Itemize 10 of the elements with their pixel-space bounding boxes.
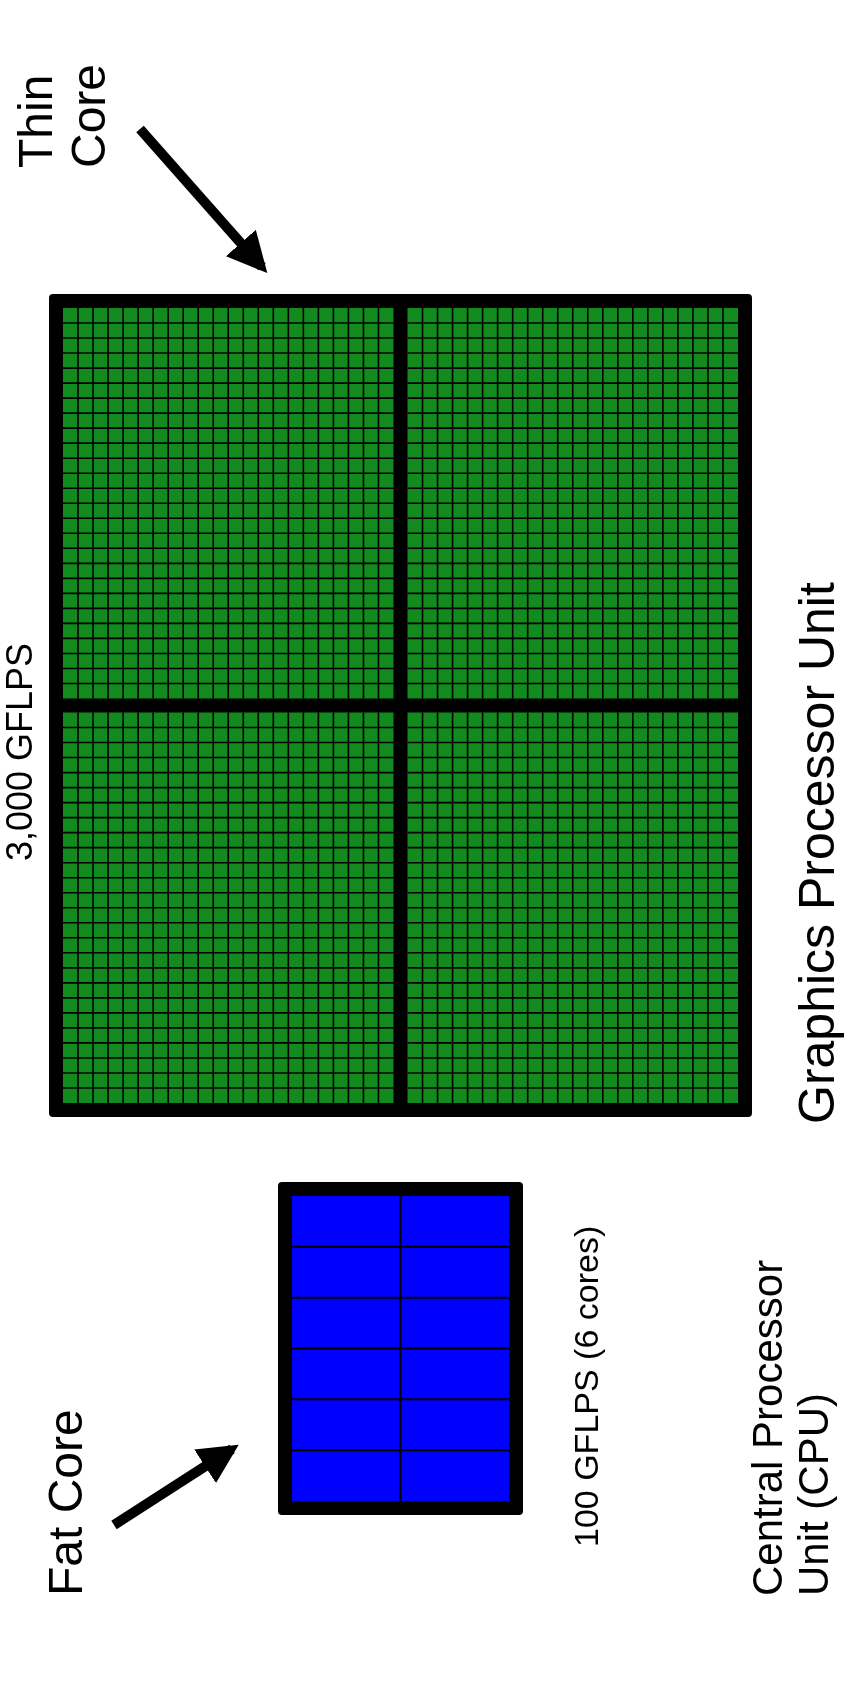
core-label: Thin Core [10, 38, 116, 168]
arrow [136, 125, 268, 273]
chip-caption: Graphics Processor Unit [790, 582, 845, 1124]
core-label: Fat Core [40, 1406, 93, 1596]
arrow [111, 1444, 239, 1530]
performance-label: 3,000 GFLPS [0, 642, 40, 861]
processor-chip [278, 1182, 523, 1515]
performance-label: 100 GFLPS (6 cores) [568, 1225, 606, 1547]
processor-chip [49, 294, 752, 1117]
chip-caption: Central Processor Unit (CPU) [745, 1258, 838, 1596]
